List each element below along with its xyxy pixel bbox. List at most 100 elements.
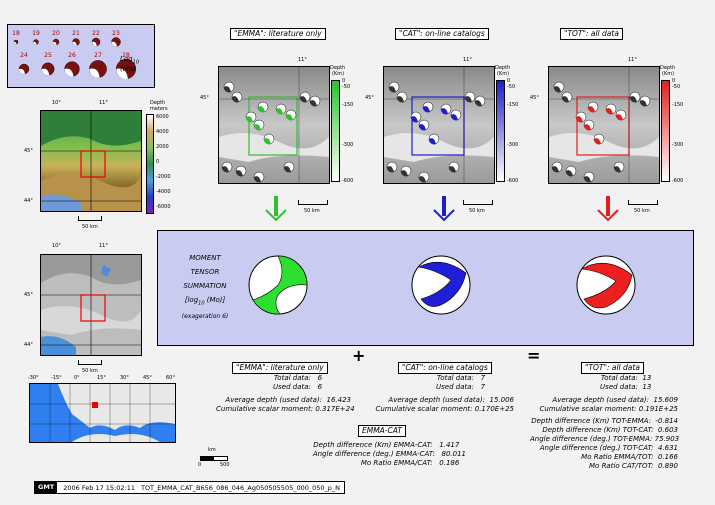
legend-mag-label: 23 [112, 30, 120, 37]
beachball-symbol [245, 111, 257, 123]
cat-depth-colorbar [496, 80, 505, 182]
legend-symbol [33, 39, 39, 45]
arrows [265, 196, 619, 222]
legend-mag-label: 21 [72, 30, 80, 37]
legend-mag-label: 27 [94, 52, 102, 59]
tot-depth-tick: 0 [672, 78, 676, 84]
legend-mag-label: 28 [122, 52, 130, 59]
legend-mag-label: 18 [12, 30, 20, 37]
cat-depth-tick: 0 [507, 78, 511, 84]
beachball-symbol [418, 119, 430, 131]
beachball-symbol [299, 91, 311, 103]
cat-panel-title: "CAT": on-line catalogs [395, 28, 489, 40]
beachball-symbol [551, 161, 563, 173]
emma-depth-tick: -50 [342, 84, 351, 90]
emma-panel-lon: 11° [298, 57, 307, 63]
topo-bar-unit: meters [150, 106, 168, 112]
relief-lat-tick-2: 44° [24, 342, 33, 348]
summation-line-5: (exageration 6) [181, 313, 229, 321]
gmt-logo: GMT [35, 482, 58, 493]
beachball-symbol [257, 101, 269, 113]
relief-lon-tick-2: 11° [99, 243, 108, 249]
beachball-symbol [553, 81, 565, 93]
legend-symbol [72, 38, 80, 46]
relief-map-image [40, 254, 142, 356]
cat-panel-lon: 11° [463, 57, 472, 63]
beachball-symbol [629, 91, 641, 103]
beachball-symbol [575, 111, 587, 123]
tot-depth-tick: -300 [672, 142, 684, 148]
topo-bar-title: Depth [150, 100, 166, 106]
cat-panel-map [383, 66, 495, 184]
tot-stats: Total data: 13 Used data: 13 Average dep… [530, 374, 680, 470]
topo-bar-tick: -6000 [156, 204, 171, 210]
cat-beachball [411, 255, 471, 315]
tot-depth-title: Depth [660, 65, 676, 71]
cat-depth-title: Depth [495, 65, 511, 71]
summation-line-3: SUMMATION [183, 282, 227, 290]
topo-lon-tick-1: 10° [52, 100, 61, 106]
emma-panel-map [218, 66, 330, 184]
topo-bar-tick: 4000 [156, 129, 169, 135]
footer-filename: TOT_EMMA_CAT_B656_086_046_Ag050505505_00… [140, 483, 341, 492]
beachball-symbol [221, 161, 233, 173]
cat-depth-tick: -50 [507, 84, 516, 90]
emma-scale-bar [298, 200, 328, 205]
beachball-symbol [422, 101, 434, 113]
blue-arrow-icon [433, 196, 455, 222]
legend-symbol [111, 37, 121, 47]
tot-depth-unit: (Km) [662, 71, 675, 77]
emmacat-stats-title: EMMA-CAT [358, 425, 406, 437]
topo-colorbar [146, 114, 154, 214]
emma-depth-tick: 0 [342, 78, 346, 84]
world-scale-bar [200, 456, 228, 461]
world-lon-tick: -30° [28, 375, 39, 381]
legend-label: Log10 (Mo) [120, 55, 140, 74]
world-map-image [29, 383, 176, 443]
topo-bar-tick: 6000 [156, 114, 169, 120]
beachball-symbol [223, 81, 235, 93]
topo-lon-tick-2: 11° [99, 100, 108, 106]
beachball-symbol [448, 161, 460, 173]
beachball-symbol [231, 91, 243, 103]
emma-depth-colorbar [331, 80, 340, 182]
world-scale-tick-500: 500 [220, 462, 230, 468]
topo-lat-tick-2: 44° [24, 198, 33, 204]
relief-lat-tick-1: 45° [24, 292, 33, 298]
footer-date: 2006 Feb 17 15:02:11 [63, 483, 135, 492]
tot-stats-title: "TOT": all data [581, 362, 644, 374]
world-lon-tick: 15° [97, 375, 106, 381]
world-lon-tick: -15° [51, 375, 62, 381]
red-arrow-icon [597, 196, 619, 222]
beachball-symbol [309, 95, 321, 107]
green-arrow-icon [265, 196, 287, 222]
beachball-symbol [400, 165, 412, 177]
plus-sign: + [352, 346, 366, 365]
beachball-symbol [615, 109, 627, 121]
beachball-symbol [283, 161, 295, 173]
emma-panel-title: "EMMA": literature only [230, 28, 326, 40]
legend-symbol [18, 63, 30, 75]
topo-map-image [40, 110, 142, 212]
beachball-symbol [253, 171, 265, 183]
legend-mag-label: 22 [92, 30, 100, 37]
cat-depth-tick: -150 [507, 102, 519, 108]
beachball-symbol [440, 103, 452, 115]
topo-lat-tick-1: 45° [24, 148, 33, 154]
summation-line-2: TENSOR [190, 268, 220, 276]
tot-panel-map [548, 66, 660, 184]
summation-panel: MOMENT TENSOR SUMMATION [log10 (Mo)] (ex… [157, 230, 694, 346]
legend-mag-label: 25 [44, 52, 52, 59]
emma-depth-unit: (Km) [332, 71, 345, 77]
cat-depth-tick: -600 [507, 178, 519, 184]
topo-bar-tick: 0 [156, 159, 160, 165]
world-scale-tick-0: 0 [198, 462, 202, 468]
topo-bar-tick: -4000 [156, 189, 171, 195]
tot-depth-tick: -50 [672, 84, 681, 90]
legend-mag-label: 20 [52, 30, 60, 37]
relief-scale-label: 50 km [82, 368, 98, 374]
equals-sign: = [527, 346, 541, 365]
beachball-symbol [418, 171, 430, 183]
cat-stats-title: "CAT": on-line catalogs [398, 362, 492, 374]
